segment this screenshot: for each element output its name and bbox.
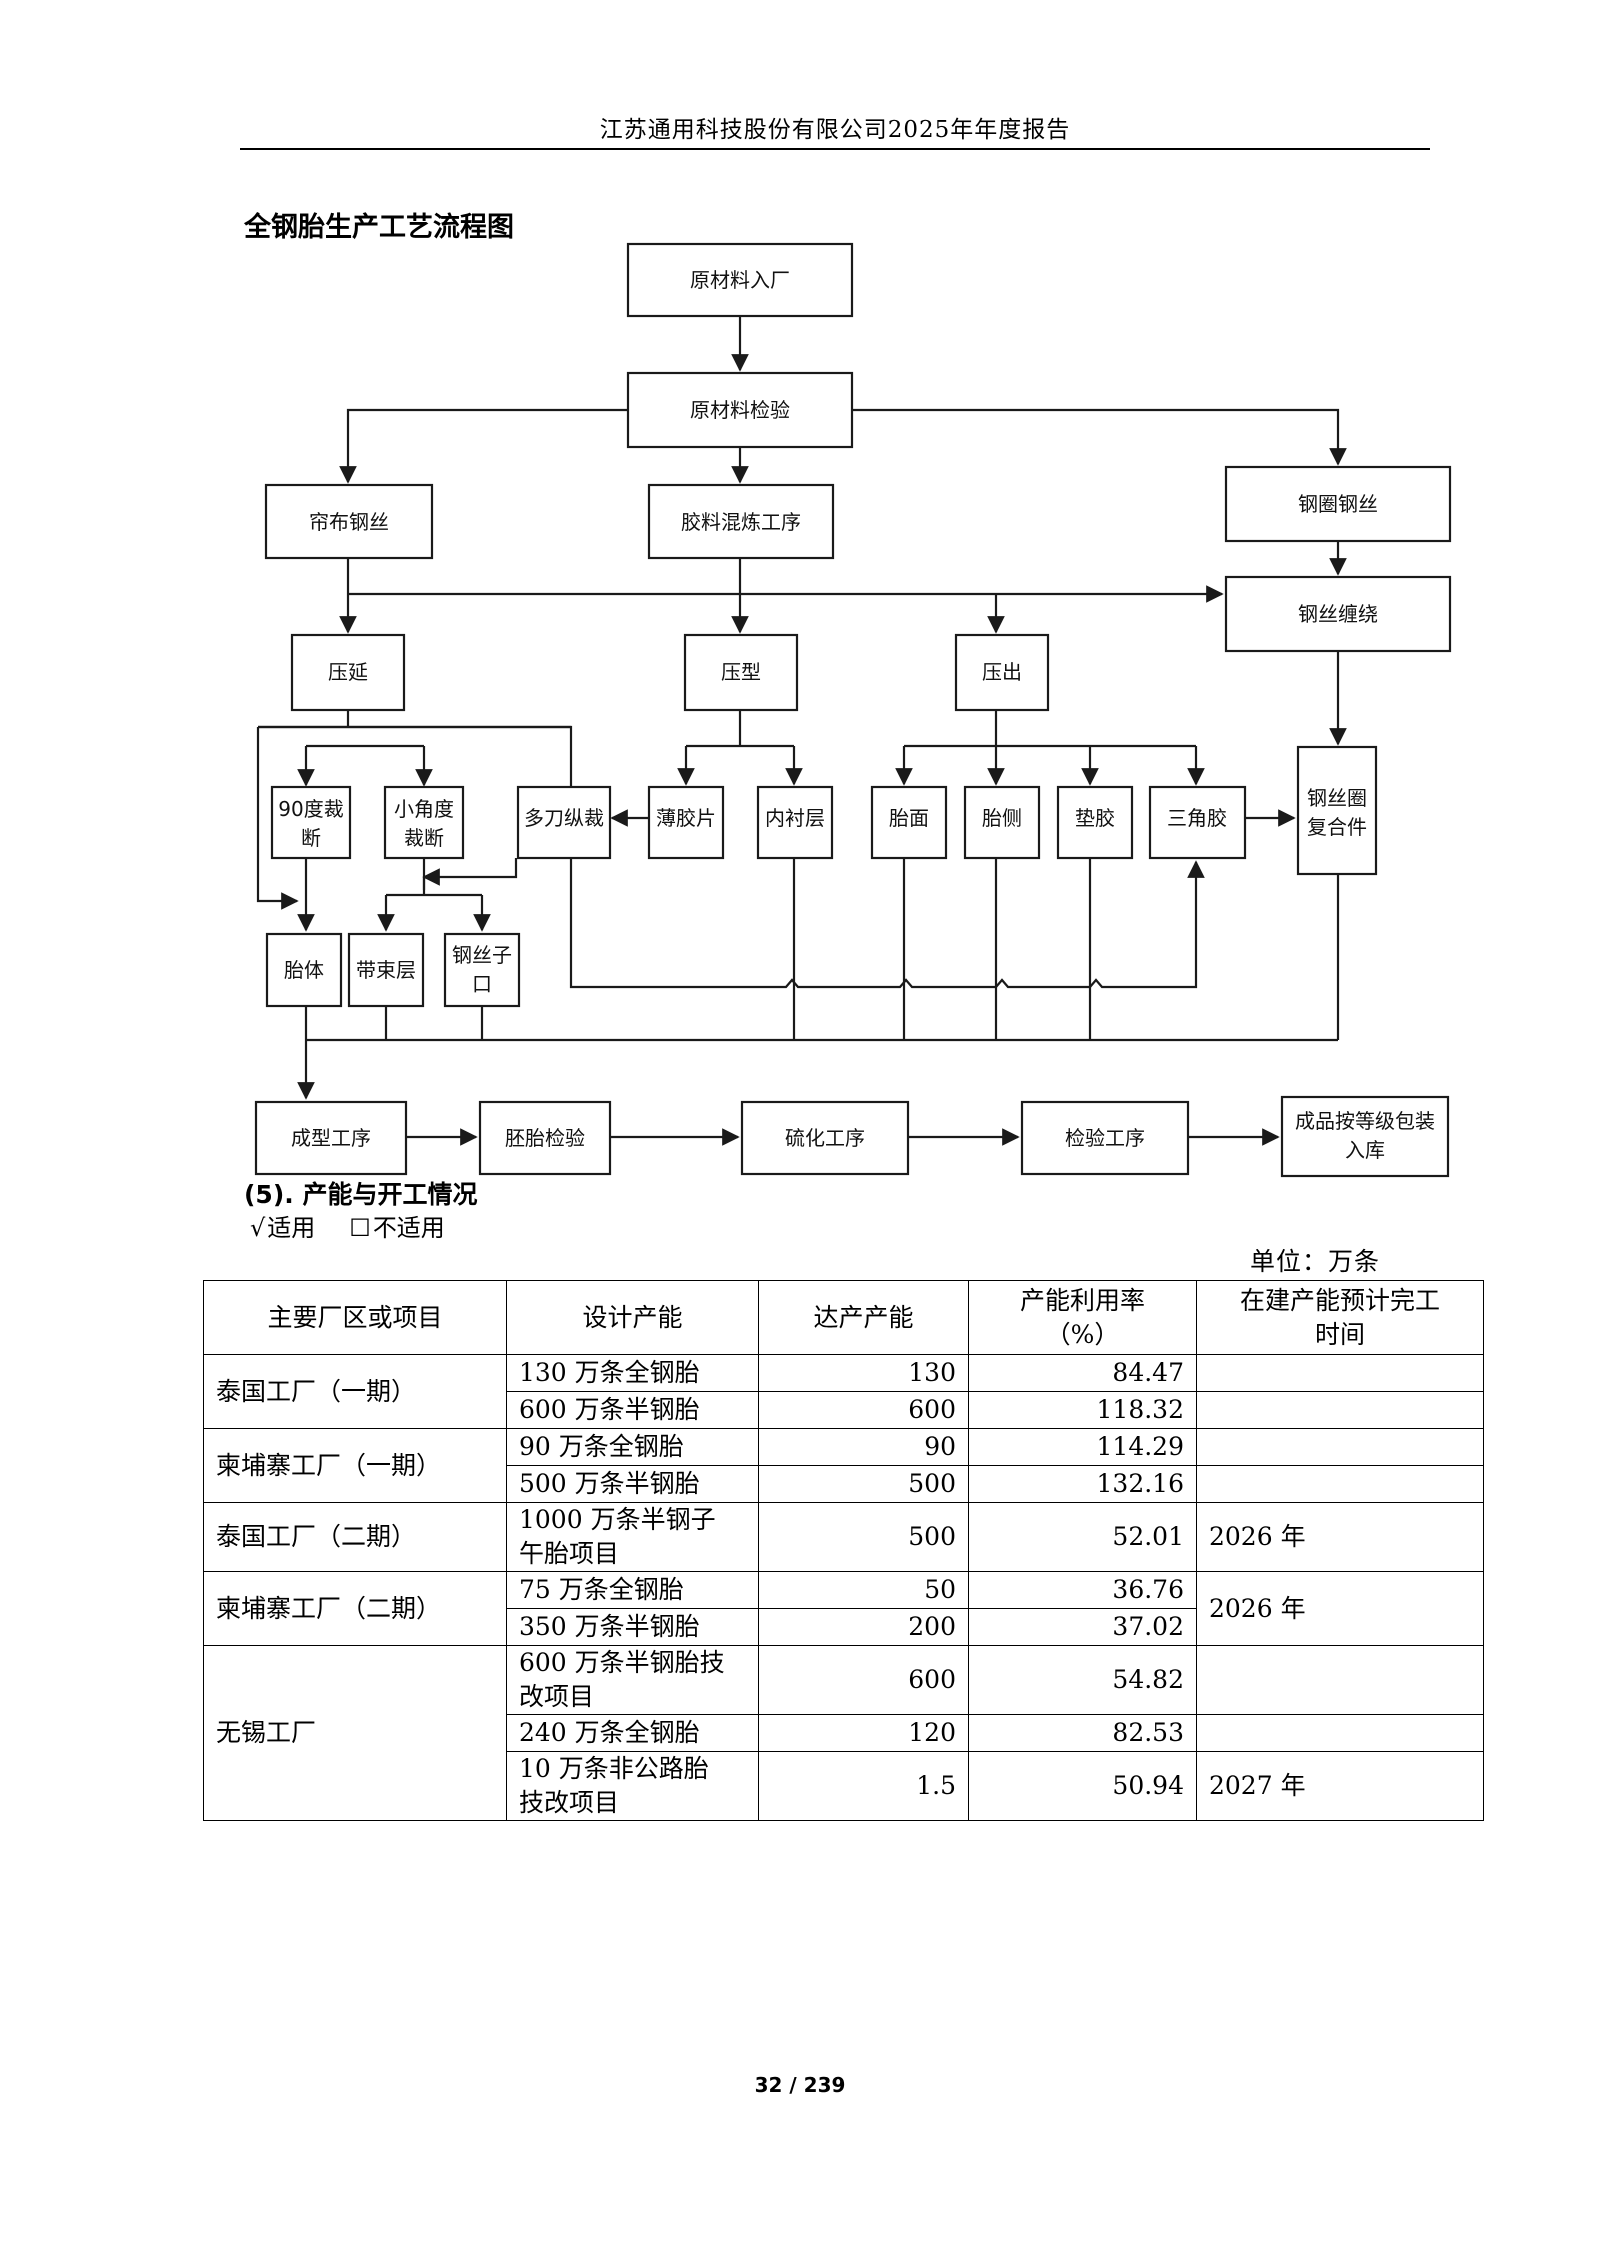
- svg-text:成品按等级包装: 成品按等级包装: [1295, 1109, 1435, 1133]
- node-pack-store: 成品按等级包装 入库: [1280, 1095, 1450, 1178]
- applicable-check-icon: √: [250, 1214, 266, 1242]
- table-row: 柬埔寨工厂（一期） 90 万条全钢胎 90 114.29: [203, 1428, 1484, 1503]
- svg-text:胎体: 胎体: [284, 958, 324, 982]
- node-bead-composite: 钢丝圈 复合件: [1296, 745, 1378, 876]
- svg-text:成型工序: 成型工序: [291, 1126, 371, 1150]
- svg-text:入库: 入库: [1345, 1138, 1385, 1162]
- svg-text:硫化工序: 硫化工序: [785, 1126, 865, 1150]
- svg-text:小角度: 小角度: [394, 797, 454, 821]
- not-applicable-box-icon: ☐: [349, 1214, 371, 1242]
- svg-text:断: 断: [301, 826, 321, 850]
- node-thin-sheet: 薄胶片: [647, 785, 725, 860]
- node-bead-wire: 钢圈钢丝: [1224, 465, 1452, 543]
- node-mixing: 胶料混炼工序: [647, 483, 835, 560]
- node-belt: 带束层: [347, 932, 425, 1008]
- svg-text:三角胶: 三角胶: [1167, 806, 1227, 830]
- table-row: 350 万条半钢胎 200 37.02: [204, 1608, 1484, 1646]
- node-extrude: 压出: [954, 633, 1050, 712]
- svg-text:压延: 压延: [328, 660, 368, 684]
- header-utilization: 产能利用率 （%）: [968, 1280, 1197, 1355]
- svg-text:垫胶: 垫胶: [1075, 806, 1115, 830]
- unit-label: 单位：万条: [1250, 1247, 1381, 1276]
- svg-text:胶料混炼工序: 胶料混炼工序: [681, 510, 801, 534]
- svg-text:口: 口: [472, 972, 492, 996]
- process-flowchart: 原材料入厂 原材料检验 帘布钢丝 胶料混炼工序 钢圈钢丝 钢丝缠绕 压延 压型 …: [254, 242, 1452, 1178]
- node-calender: 压延: [290, 633, 406, 712]
- node-carcass: 胎体: [265, 932, 343, 1008]
- svg-text:钢丝子: 钢丝子: [452, 943, 512, 967]
- table-row: 500 万条半钢胎 500 132.16: [204, 1465, 1484, 1503]
- table-row: 无锡工厂 600 万条半钢胎技 改项目 600 54.82: [203, 1645, 1484, 1821]
- table-row: 柬埔寨工厂（二期） 75 万条全钢胎 50 36.76 2026 年: [203, 1571, 1484, 1646]
- svg-text:90度裁: 90度裁: [278, 797, 343, 821]
- node-green-check: 胚胎检验: [478, 1100, 612, 1176]
- node-pad: 垫胶: [1056, 785, 1134, 860]
- applicability: √适用 ☐不适用: [250, 1208, 455, 1243]
- node-tread: 胎面: [870, 785, 948, 860]
- svg-text:钢丝圈: 钢丝圈: [1307, 786, 1367, 810]
- svg-text:原材料入厂: 原材料入厂: [690, 268, 790, 292]
- svg-text:复合件: 复合件: [1307, 815, 1367, 839]
- node-chafer: 钢丝子 口: [443, 932, 521, 1008]
- node-press-form: 压型: [683, 633, 799, 712]
- svg-text:钢丝缠绕: 钢丝缠绕: [1298, 602, 1378, 626]
- not-applicable-label: 不适用: [372, 1214, 445, 1242]
- node-raw-check: 原材料检验: [626, 371, 854, 449]
- header-area: 主要厂区或项目: [203, 1280, 507, 1355]
- svg-text:胎侧: 胎侧: [982, 806, 1022, 830]
- header-design: 设计产能: [506, 1280, 759, 1355]
- svg-text:压出: 压出: [982, 660, 1022, 684]
- table-row: 240 万条全钢胎 120 82.53: [204, 1714, 1484, 1752]
- svg-text:内衬层: 内衬层: [765, 806, 825, 830]
- svg-text:裁断: 裁断: [404, 826, 444, 850]
- node-cord-wire: 帘布钢丝: [264, 483, 434, 560]
- node-small-angle-cut: 小角度 裁断: [383, 785, 465, 860]
- svg-text:钢圈钢丝: 钢圈钢丝: [1298, 492, 1378, 516]
- node-multi-slit: 多刀纵裁: [516, 785, 612, 860]
- svg-text:胚胎检验: 胚胎检验: [505, 1126, 585, 1150]
- flowchart-title: 全钢胎生产工艺流程图: [244, 212, 514, 243]
- svg-text:薄胶片: 薄胶片: [656, 806, 716, 830]
- applicable-label: 适用: [267, 1214, 316, 1242]
- svg-text:压型: 压型: [721, 660, 761, 684]
- node-curing: 硫化工序: [740, 1100, 910, 1176]
- node-apex: 三角胶: [1148, 785, 1247, 860]
- node-winding: 钢丝缠绕: [1224, 575, 1452, 653]
- node-inner-liner: 内衬层: [756, 785, 834, 860]
- svg-text:原材料检验: 原材料检验: [690, 398, 790, 422]
- node-cut-90: 90度裁 断: [270, 785, 352, 860]
- node-sidewall: 胎侧: [963, 785, 1041, 860]
- header-completion: 在建产能预计完工 时间: [1196, 1280, 1484, 1355]
- header-achieved: 达产产能: [758, 1280, 969, 1355]
- capacity-table: 主要厂区或项目 设计产能 达产产能 产能利用率 （%） 在建产能预计完工 时间 …: [203, 1280, 1484, 1821]
- svg-text:多刀纵裁: 多刀纵裁: [524, 806, 604, 830]
- report-header: 江苏通用科技股份有限公司2025年年度报告: [599, 117, 1071, 143]
- svg-text:胎面: 胎面: [889, 806, 929, 830]
- table-header-row: 主要厂区或项目 设计产能 达产产能 产能利用率 （%） 在建产能预计完工 时间: [203, 1280, 1484, 1355]
- table-row: 泰国工厂（一期） 130 万条全钢胎 130 84.47: [203, 1354, 1484, 1429]
- svg-text:帘布钢丝: 帘布钢丝: [309, 510, 389, 534]
- table-row: 10 万条非公路胎 技改项目 1.5 50.94 2027 年: [204, 1751, 1484, 1821]
- header-rule: [240, 148, 1430, 150]
- svg-text:检验工序: 检验工序: [1065, 1126, 1145, 1150]
- section-title: (5). 产能与开工情况: [244, 1180, 478, 1209]
- flow-connectors: [256, 316, 1347, 1146]
- node-building: 成型工序: [254, 1100, 408, 1176]
- table-row: 泰国工厂（二期） 1000 万条半钢子 午胎项目 500 52.01 2026 …: [203, 1502, 1484, 1572]
- node-raw-in: 原材料入厂: [626, 242, 854, 318]
- page-number: 32 / 239: [754, 2073, 846, 2097]
- node-inspect: 检验工序: [1020, 1100, 1190, 1176]
- svg-text:带束层: 带束层: [356, 958, 416, 982]
